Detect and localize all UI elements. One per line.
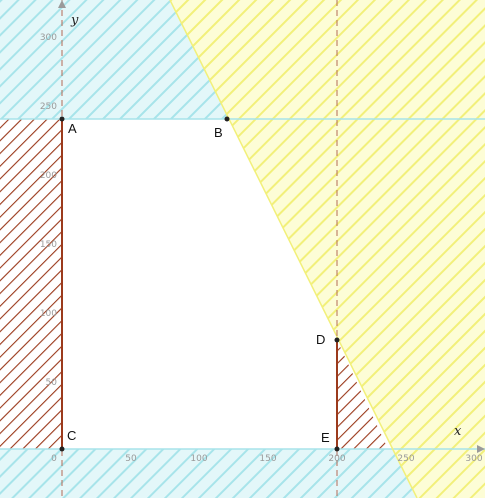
point-e xyxy=(334,446,340,452)
region-x-below-0 xyxy=(0,119,62,449)
point-label-e: E xyxy=(321,430,330,445)
x-tick-label: 200 xyxy=(328,454,345,464)
x-tick-label: 0 xyxy=(51,454,57,464)
x-axis-arrow-icon xyxy=(477,445,485,453)
feasible-region xyxy=(62,119,337,449)
y-axis-arrow-icon xyxy=(58,0,66,8)
point-label-c: C xyxy=(67,428,76,443)
point-a xyxy=(59,116,65,122)
y-tick-label: 250 xyxy=(40,102,57,112)
point-label-d: D xyxy=(316,332,325,347)
y-tick-label: 50 xyxy=(46,378,58,388)
x-tick-label: 50 xyxy=(125,454,137,464)
region-x-above-200 xyxy=(337,340,388,449)
x-tick-label: 100 xyxy=(190,454,207,464)
point-c xyxy=(59,446,65,452)
y-tick-label: 200 xyxy=(40,171,57,181)
point-label-b: B xyxy=(214,125,223,140)
x-tick-label: 150 xyxy=(259,454,276,464)
region-right-of-bd-line xyxy=(170,0,485,498)
y-tick-label: 100 xyxy=(40,309,57,319)
point-b xyxy=(224,116,230,122)
y-tick-label: 150 xyxy=(40,240,57,250)
y-axis-label: y xyxy=(70,13,79,28)
point-label-a: A xyxy=(68,121,77,136)
x-axis-label: x xyxy=(454,424,462,439)
point-d xyxy=(334,337,340,343)
x-tick-label: 300 xyxy=(465,454,482,464)
x-tick-label: 250 xyxy=(397,454,414,464)
y-tick-label: 300 xyxy=(40,33,57,43)
line-bd xyxy=(169,0,418,498)
